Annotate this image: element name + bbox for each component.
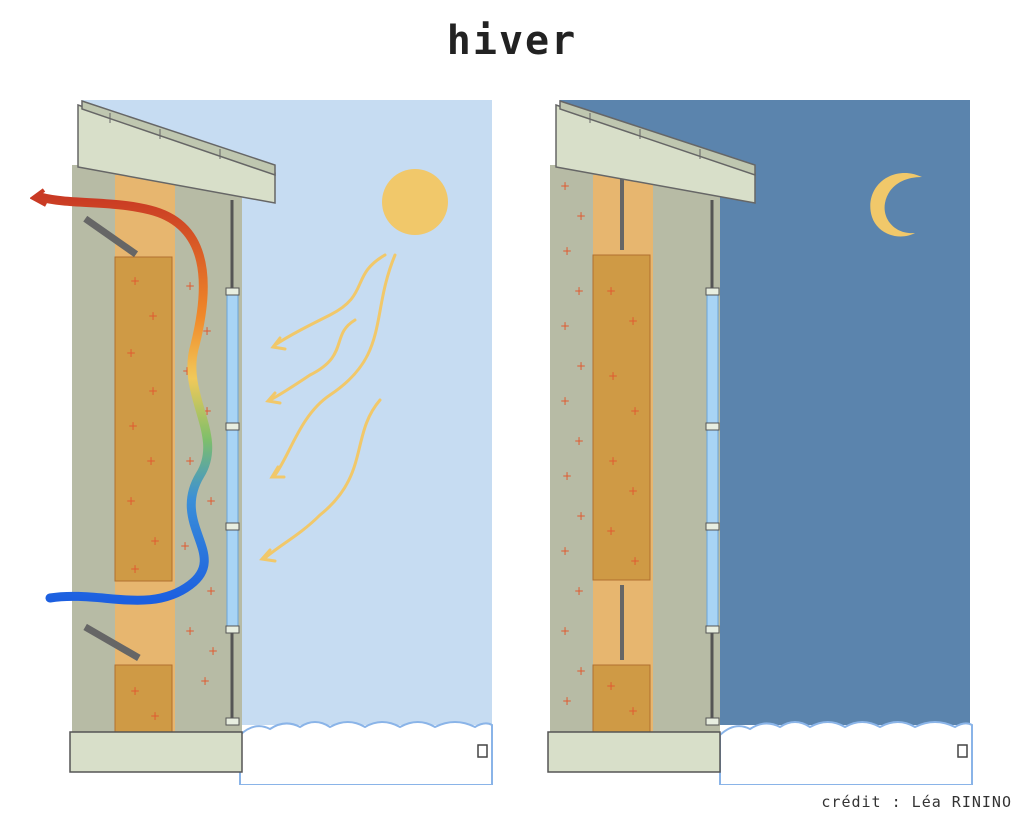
svg-text:+: + — [130, 684, 140, 698]
insulation-block-upper — [114, 256, 173, 582]
glazing — [226, 289, 239, 631]
roof — [77, 99, 276, 204]
svg-text:+: + — [130, 562, 140, 576]
svg-text:+: + — [576, 359, 586, 373]
svg-text:+: + — [560, 544, 570, 558]
svg-text:+: + — [150, 709, 160, 723]
svg-text:+: + — [576, 664, 586, 678]
credit-text: crédit : Léa RININO — [821, 793, 1012, 811]
svg-text:+: + — [576, 509, 586, 523]
svg-text:+: + — [562, 469, 572, 483]
svg-text:+: + — [562, 244, 572, 258]
svg-text:+: + — [128, 419, 138, 433]
svg-text:+: + — [560, 319, 570, 333]
svg-text:+: + — [630, 554, 640, 568]
snow — [239, 721, 493, 785]
svg-text:+: + — [628, 484, 638, 498]
svg-text:+: + — [180, 539, 190, 553]
roof — [555, 99, 756, 204]
svg-text:+: + — [606, 524, 616, 538]
svg-text:+: + — [206, 494, 216, 508]
svg-text:+: + — [182, 364, 192, 378]
vent-flap-upper — [83, 215, 139, 258]
svg-text:+: + — [574, 434, 584, 448]
insulation-block-lower — [592, 664, 651, 734]
svg-text:+: + — [148, 309, 158, 323]
glazing — [706, 289, 719, 631]
svg-text:+: + — [202, 404, 212, 418]
svg-text:+: + — [628, 704, 638, 718]
foundation — [547, 731, 721, 773]
svg-text:+: + — [560, 394, 570, 408]
moon-icon — [870, 173, 922, 237]
heat-marks: + + + + + + + + + + + + + + + + + + + + + + + + + — [560, 179, 640, 718]
svg-text:+: + — [630, 404, 640, 418]
svg-text:+: + — [146, 454, 156, 468]
svg-text:+: + — [202, 324, 212, 338]
svg-text:+: + — [208, 644, 218, 658]
svg-text:+: + — [560, 624, 570, 638]
svg-text:+: + — [185, 624, 195, 638]
svg-text:+: + — [130, 274, 140, 288]
thermostat-icon — [957, 744, 968, 758]
svg-text:+: + — [574, 284, 584, 298]
svg-text:+: + — [126, 494, 136, 508]
svg-text:+: + — [574, 584, 584, 598]
day-panel: + + + + + + + + + + + + + + + + + + + + + + — [30, 99, 493, 785]
svg-text:+: + — [608, 369, 618, 383]
page-title: hiver — [446, 18, 578, 64]
snow — [719, 721, 973, 785]
insulation-block-upper — [592, 254, 651, 581]
air-flow-arrow — [35, 192, 213, 605]
vent-flap-lower — [83, 623, 141, 661]
svg-text:+: + — [148, 384, 158, 398]
svg-text:+: + — [206, 584, 216, 598]
svg-text:+: + — [150, 534, 160, 548]
sun-icon — [382, 169, 448, 235]
night-panel: + + + + + + + + + + + + + + + + + + + + + + + + + — [547, 99, 973, 785]
svg-text:+: + — [608, 454, 618, 468]
svg-text:+: + — [606, 679, 616, 693]
heat-marks: + + + + + + + + + + + + + + + + + + + + + + — [126, 274, 218, 723]
svg-text:+: + — [576, 209, 586, 223]
svg-text:+: + — [560, 179, 570, 193]
svg-text:+: + — [185, 454, 195, 468]
thermostat-icon — [477, 744, 488, 758]
svg-text:+: + — [126, 346, 136, 360]
foundation — [69, 731, 243, 773]
svg-text:+: + — [562, 694, 572, 708]
solar-rays — [259, 253, 397, 563]
svg-text:+: + — [200, 674, 210, 688]
svg-text:+: + — [628, 314, 638, 328]
svg-text:+: + — [606, 284, 616, 298]
svg-text:+: + — [185, 279, 195, 293]
insulation-block-lower — [114, 664, 173, 734]
